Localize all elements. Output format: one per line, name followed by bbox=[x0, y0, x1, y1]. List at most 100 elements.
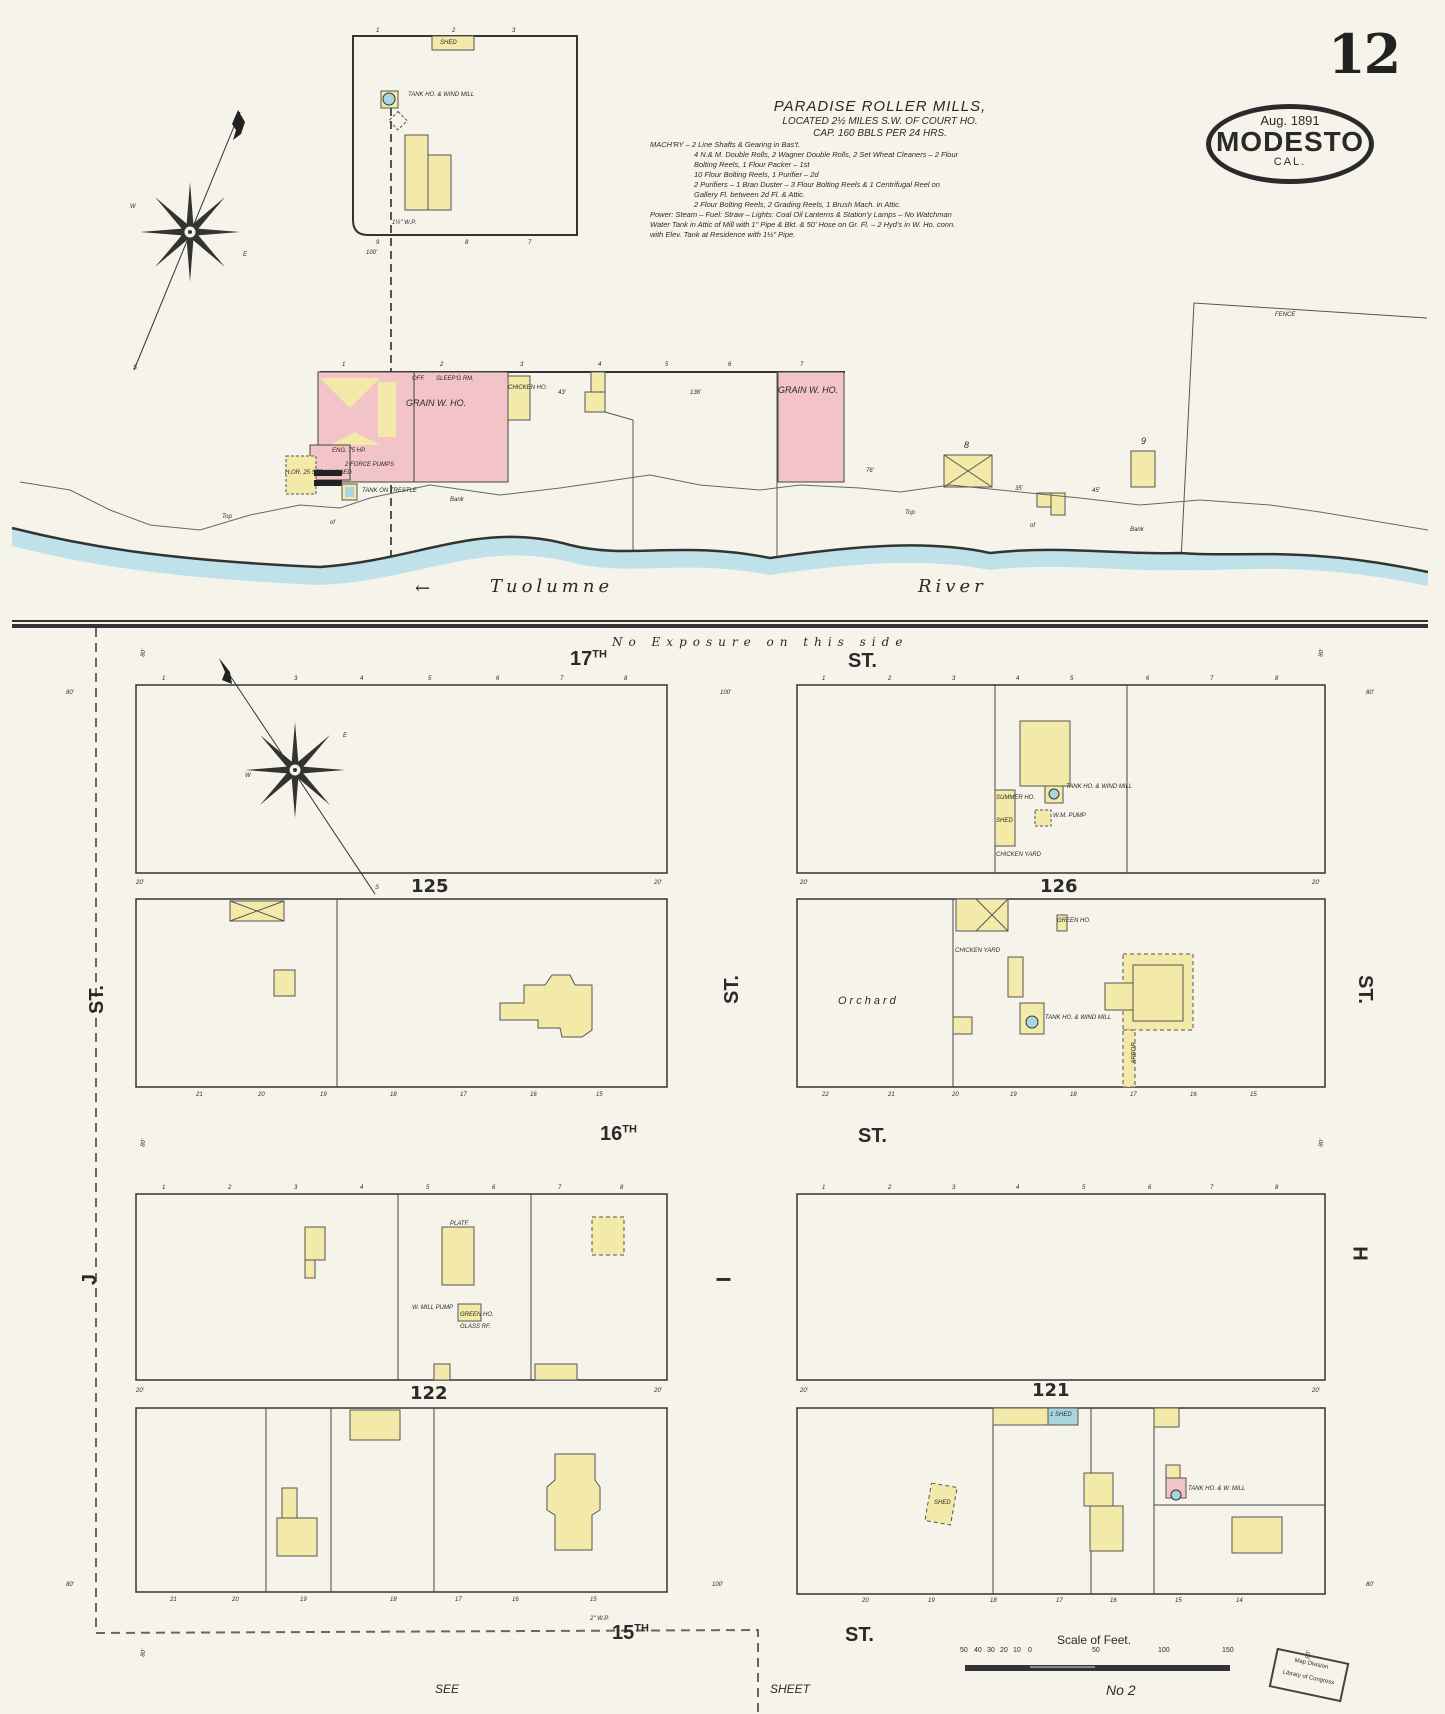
dimension-label: 20' bbox=[654, 880, 662, 886]
state-name: CAL. bbox=[1273, 156, 1307, 168]
lot-number: 19 bbox=[928, 1598, 935, 1604]
power-line: Water Tank in Attic of Mill with 1" Pipe… bbox=[650, 220, 956, 229]
lot-number: 20 bbox=[862, 1598, 869, 1604]
lot-number: 19 bbox=[1010, 1092, 1017, 1098]
tank-windmill-label: TANK HO. & WIND MILL bbox=[1066, 784, 1133, 790]
lot-number: 4 bbox=[360, 1185, 364, 1191]
lot-number: 3 bbox=[294, 676, 298, 682]
river-name-left: Tuolumne bbox=[490, 576, 614, 597]
water-pipe-label: 2" W.P. bbox=[590, 1616, 610, 1622]
compass-s: S bbox=[133, 365, 138, 371]
lot-number: 8 bbox=[620, 1185, 624, 1191]
lot-number: 1 bbox=[342, 362, 346, 368]
green-house-label: GREEN HO. bbox=[460, 1312, 494, 1318]
shed-label: 1 SHED bbox=[1050, 1412, 1072, 1418]
force-pump-label: 2 FORCE PUMPS bbox=[345, 462, 395, 468]
dimension-label: 20' bbox=[1312, 1388, 1320, 1394]
lot-number: 16 bbox=[512, 1597, 519, 1603]
lot-number: 3 bbox=[952, 1185, 956, 1191]
dimension-label: 20' bbox=[136, 1388, 144, 1394]
bank-label: Bank bbox=[450, 497, 464, 503]
lot-number: 8 bbox=[1275, 1185, 1279, 1191]
platform-label: PLATF. bbox=[450, 1221, 470, 1227]
see-label: SEE bbox=[435, 1682, 460, 1696]
lot-number: 3 bbox=[512, 28, 516, 34]
key-sheet-number: No 2 bbox=[1106, 1682, 1136, 1698]
green-house-label: GREEN HO. bbox=[1057, 918, 1091, 924]
lot-number: 8 bbox=[465, 240, 469, 246]
distance-label: 43' bbox=[558, 390, 566, 396]
tank-windmill-label: TANK HO. & WIND MILL bbox=[408, 92, 475, 98]
dimension-label: 20' bbox=[136, 880, 144, 886]
office-label: OFF. bbox=[412, 376, 425, 382]
lot-number: 15 bbox=[590, 1597, 597, 1603]
dimension-label: 20' bbox=[1312, 880, 1320, 886]
lot-number: 2 bbox=[888, 676, 892, 682]
lot-number: 6 bbox=[492, 1185, 496, 1191]
distance-label: 136' bbox=[690, 390, 702, 396]
lot-number: 16 bbox=[1110, 1598, 1117, 1604]
street-15th-st: ST. bbox=[845, 1624, 874, 1646]
shed-label: SHED bbox=[440, 40, 457, 46]
machinery-line: Bolting Reels, 1 Flour Packer – 1st bbox=[694, 160, 810, 169]
lot-number: 14 bbox=[1236, 1598, 1243, 1604]
mill-capacity: CAP. 160 BBLS PER 24 HRS. bbox=[813, 128, 947, 139]
street-15th: 15TH bbox=[612, 1622, 649, 1644]
fence-label: FENCE bbox=[1275, 312, 1296, 318]
lot-number: 19 bbox=[320, 1092, 327, 1098]
compass-e: E bbox=[243, 252, 248, 258]
mill-location: LOCATED 2½ MILES S.W. OF COURT HO. bbox=[782, 116, 978, 127]
lot-number: 16 bbox=[530, 1092, 537, 1098]
lot-number: 6 bbox=[1148, 1185, 1152, 1191]
lot-number: 3 bbox=[952, 676, 956, 682]
lot-number: 18 bbox=[390, 1092, 397, 1098]
no-exposure-note: No Exposure on this side bbox=[612, 635, 909, 649]
street-16th-st: ST. bbox=[858, 1125, 887, 1147]
lot-number: 15 bbox=[596, 1092, 603, 1098]
lot-number: 20 bbox=[258, 1092, 265, 1098]
lot-number: 4 bbox=[1016, 1185, 1020, 1191]
structure-number: 9 bbox=[1141, 436, 1147, 446]
lot-number: 7 bbox=[1210, 676, 1214, 682]
lot-number: 17 bbox=[1130, 1092, 1137, 1098]
lot-number: 5 bbox=[665, 362, 669, 368]
shed-label: SHED bbox=[996, 818, 1013, 824]
tank-windmill-label: TANK HO. & W. MILL bbox=[1188, 1486, 1246, 1492]
structure-number: 8 bbox=[964, 440, 970, 450]
street-16th: 16TH bbox=[600, 1123, 637, 1145]
wm-pump-label: W.M. PUMP bbox=[1053, 813, 1086, 819]
block-number-125: 125 bbox=[411, 876, 449, 897]
machinery-line: 10 Flour Bolting Reels, 1 Purifier – 2d bbox=[694, 170, 819, 179]
street-17th-st: ST. bbox=[848, 650, 877, 672]
grain-warehouse-label: GRAIN W. HO. bbox=[778, 385, 839, 395]
lot-number: 21 bbox=[170, 1597, 177, 1603]
lot-number: 4 bbox=[1016, 676, 1020, 682]
lot-number: 2 bbox=[888, 1185, 892, 1191]
lot-number: 7 bbox=[560, 676, 564, 682]
power-line: with Elev. Tank at Residence with 1½" Pi… bbox=[650, 230, 796, 239]
title-cartouche: Aug. 1891 MODESTO CAL. bbox=[1206, 104, 1374, 184]
j-street-st: ST. bbox=[85, 985, 108, 1014]
lot-number: 7 bbox=[800, 362, 804, 368]
block-number-121: 121 bbox=[1032, 1380, 1070, 1401]
machinery-line: 4 N.& M. Double Rolls, 2 Wagner Double R… bbox=[694, 150, 959, 159]
dimension-label: 100' bbox=[720, 690, 732, 696]
distance-label: 76' bbox=[866, 468, 874, 474]
lot-number: 18 bbox=[1070, 1092, 1077, 1098]
dimension-label: 20' bbox=[800, 880, 808, 886]
lot-number: 15 bbox=[1175, 1598, 1182, 1604]
power-line: Power: Steam – Fuel: Straw – Lights: Coa… bbox=[650, 210, 952, 219]
scale-title: Scale of Feet. bbox=[1057, 1633, 1132, 1647]
lot-number: 5 bbox=[1082, 1185, 1086, 1191]
bank-label: Bank bbox=[1130, 527, 1144, 533]
compass-s: S bbox=[375, 885, 380, 891]
lot-number: 17 bbox=[460, 1092, 467, 1098]
dimension-label: 80' bbox=[66, 1582, 74, 1588]
block-number-122: 122 bbox=[410, 1383, 448, 1404]
shed-label: SHED bbox=[934, 1500, 951, 1506]
lot-number: 17 bbox=[455, 1597, 462, 1603]
machinery-line: 2 Purifiers – 1 Bran Duster – 3 Flour Bo… bbox=[694, 180, 940, 189]
distance-label: 35' bbox=[1015, 486, 1023, 492]
lot-number: 20 bbox=[952, 1092, 959, 1098]
lot-number: 2 bbox=[440, 362, 444, 368]
